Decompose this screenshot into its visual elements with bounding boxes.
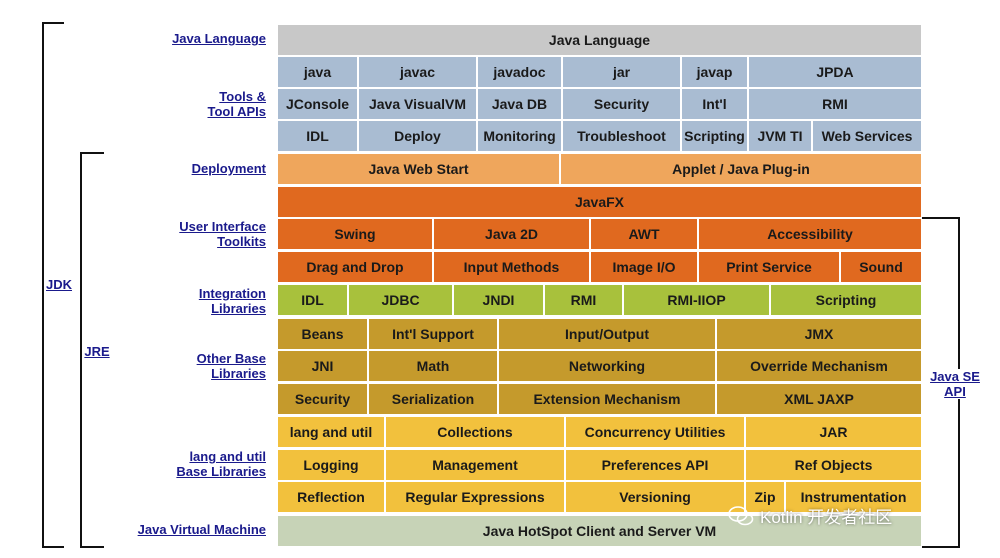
block-java-2d: Java 2D: [433, 218, 590, 250]
block-idl: IDL: [277, 284, 348, 316]
block-management: Management: [385, 449, 565, 481]
row-label-deployment: Deployment: [192, 161, 266, 176]
block-accessibility: Accessibility: [698, 218, 922, 250]
block-jdbc: JDBC: [348, 284, 453, 316]
block-jconsole: JConsole: [277, 88, 358, 120]
block-image-i-o: Image I/O: [590, 251, 698, 283]
block-jpda: JPDA: [748, 56, 922, 88]
block-java: java: [277, 56, 358, 88]
block-awt: AWT: [590, 218, 698, 250]
block-javac: javac: [358, 56, 477, 88]
block-drag-and-drop: Drag and Drop: [277, 251, 433, 283]
block-security: Security: [277, 383, 368, 415]
block-sound: Sound: [840, 251, 922, 283]
block-serialization: Serialization: [368, 383, 498, 415]
block-jar: jar: [562, 56, 681, 88]
block-input-output: Input/Output: [498, 318, 716, 350]
row-label-line: Toolkits: [217, 234, 266, 249]
row-label-line: Deployment: [191, 161, 266, 176]
block-regular-expressions: Regular Expressions: [385, 481, 565, 513]
row-label-line: lang and util: [189, 449, 266, 464]
block-jar: JAR: [745, 416, 922, 448]
block-logging: Logging: [277, 449, 385, 481]
block-jni: JNI: [277, 350, 368, 382]
block-jndi: JNDI: [453, 284, 544, 316]
api-label-line1: Java SE: [930, 369, 980, 384]
block-javadoc: javadoc: [477, 56, 562, 88]
api-label: Java SE API: [924, 369, 986, 399]
row-label-line: Libraries: [211, 301, 266, 316]
block-collections: Collections: [385, 416, 565, 448]
block-security: Security: [562, 88, 681, 120]
block-int-l-support: Int'l Support: [368, 318, 498, 350]
row-label-java-language: Java Language: [172, 31, 266, 46]
block-rmi-iiop: RMI-IIOP: [623, 284, 770, 316]
watermark-text: Kotlin 开发者社区: [760, 508, 893, 527]
block-scripting: Scripting: [681, 120, 748, 152]
block-web-services: Web Services: [812, 120, 922, 152]
jre-bracket: [80, 152, 104, 548]
jdk-label: JDK: [44, 277, 74, 292]
watermark: Kotlin 开发者社区: [728, 503, 892, 528]
row-label-line: User Interface: [179, 219, 266, 234]
block-math: Math: [368, 350, 498, 382]
block-scripting: Scripting: [770, 284, 922, 316]
block-instrumentation: Instrumentation: [785, 481, 922, 513]
row-label-line: Tool APIs: [207, 104, 267, 119]
row-label-line: Java Language: [172, 31, 266, 46]
block-extension-mechanism: Extension Mechanism: [498, 383, 716, 415]
wechat-icon: [728, 505, 754, 525]
block-idl: IDL: [277, 120, 358, 152]
block-jvm-ti: JVM TI: [748, 120, 812, 152]
block-jmx: JMX: [716, 318, 922, 350]
jdk-bracket: [42, 22, 64, 548]
block-lang-and-util: lang and util: [277, 416, 385, 448]
block-reflection: Reflection: [277, 481, 385, 513]
block-versioning: Versioning: [565, 481, 745, 513]
block-zip: Zip: [745, 481, 785, 513]
block-input-methods: Input Methods: [433, 251, 590, 283]
block-java-web-start: Java Web Start: [277, 153, 560, 185]
block-concurrency-utilities: Concurrency Utilities: [565, 416, 745, 448]
block-ref-objects: Ref Objects: [745, 449, 922, 481]
block-troubleshoot: Troubleshoot: [562, 120, 681, 152]
block-int-l: Int'l: [681, 88, 748, 120]
row-label-tools: Tools &Tool APIs: [208, 89, 267, 119]
block-preferences-api: Preferences API: [565, 449, 745, 481]
row-label-line: Base Libraries: [176, 464, 266, 479]
block-monitoring: Monitoring: [477, 120, 562, 152]
block-javafx: JavaFX: [277, 186, 922, 218]
block-xml-jaxp: XML JAXP: [716, 383, 922, 415]
block-java-language: Java Language: [277, 24, 922, 56]
block-beans: Beans: [277, 318, 368, 350]
block-networking: Networking: [498, 350, 716, 382]
row-label-line: Integration: [198, 286, 266, 301]
row-label-line: Tools &: [219, 89, 266, 104]
row-label-line: Java Virtual Machine: [137, 522, 266, 537]
block-javap: javap: [681, 56, 748, 88]
api-label-line2: API: [944, 384, 966, 399]
block-swing: Swing: [277, 218, 433, 250]
row-label-line: Other Base: [196, 351, 266, 366]
block-java-hotspot-client-and-server-vm: Java HotSpot Client and Server VM: [277, 515, 922, 547]
row-label-line: Libraries: [211, 366, 266, 381]
block-java-visualvm: Java VisualVM: [358, 88, 477, 120]
block-override-mechanism: Override Mechanism: [716, 350, 922, 382]
block-deploy: Deploy: [358, 120, 477, 152]
block-applet-java-plug-in: Applet / Java Plug-in: [560, 153, 922, 185]
block-java-db: Java DB: [477, 88, 562, 120]
block-rmi: RMI: [748, 88, 922, 120]
row-label-jvm: Java Virtual Machine: [138, 522, 266, 537]
block-rmi: RMI: [544, 284, 623, 316]
block-print-service: Print Service: [698, 251, 840, 283]
jre-label: JRE: [82, 344, 112, 359]
